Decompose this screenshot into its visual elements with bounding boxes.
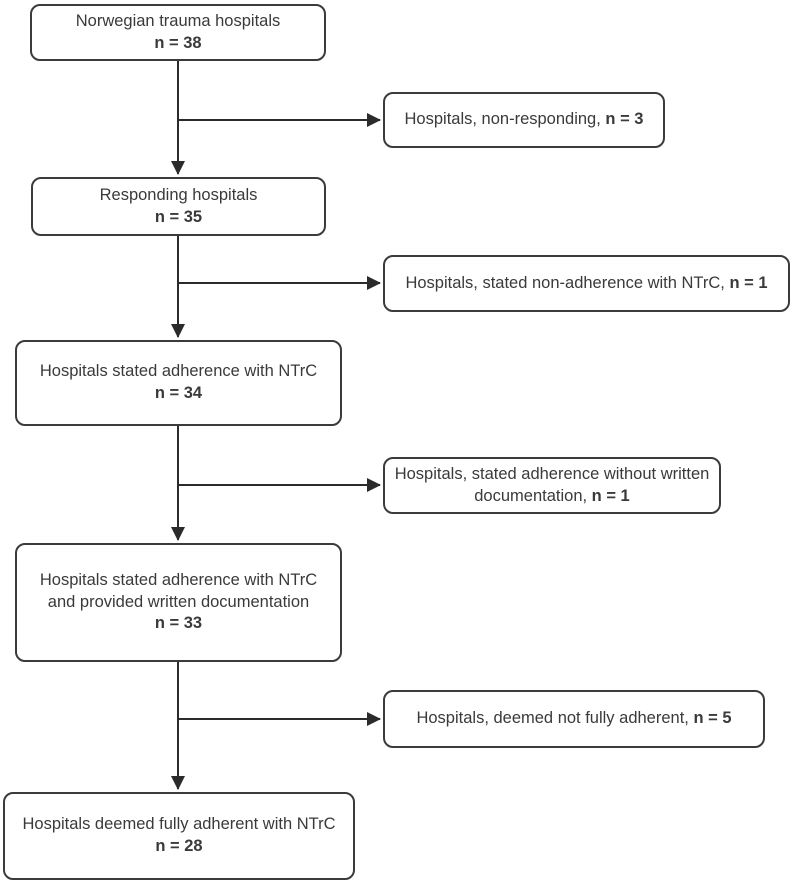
node-label: Hospitals stated adherence with NTrC and… [39, 570, 318, 611]
node-count: n = 28 [155, 837, 203, 855]
node-label: Hospitals, deemed not fully adherent, [416, 709, 689, 728]
node-label: Responding hospitals [99, 185, 258, 204]
node-label: Hospitals, stated non-adherence with NTr… [405, 273, 725, 292]
node-text: Hospitals, stated non-adherence with NTr… [405, 273, 767, 295]
node-count: n = 34 [154, 384, 203, 402]
node-label: Norwegian trauma hospitals [75, 11, 281, 30]
node-count: n = 35 [154, 207, 203, 226]
node-text: Hospitals, deemed not fully adherent, n … [416, 708, 731, 730]
node-fully-adherent: Hospitals deemed fully adherent with NTr… [3, 792, 355, 880]
node-stated-non-adherence: Hospitals, stated non-adherence with NTr… [383, 255, 790, 312]
node-count: n = 1 [591, 486, 630, 505]
node-label: Hospitals deemed fully adherent with NTr… [22, 815, 336, 834]
node-responding-hospitals: Responding hospitals n = 35 [31, 177, 326, 236]
node-count: n = 1 [729, 273, 768, 292]
node-count: n = 5 [693, 709, 732, 728]
node-adherence-with-documentation: Hospitals stated adherence with NTrC and… [15, 543, 342, 662]
node-not-fully-adherent: Hospitals, deemed not fully adherent, n … [383, 690, 765, 748]
node-stated-adherence: Hospitals stated adherence with NTrC n =… [15, 340, 342, 426]
node-text: Hospitals, non-responding, n = 3 [405, 109, 644, 131]
node-label: Hospitals, stated adherence without writ… [394, 464, 710, 505]
node-label: Hospitals, non-responding, [404, 110, 601, 129]
node-norwegian-trauma-hospitals: Norwegian trauma hospitals n = 38 [30, 4, 326, 61]
node-count: n = 38 [154, 33, 202, 52]
node-text: Hospitals, stated adherence without writ… [393, 464, 711, 508]
node-label: Hospitals stated adherence with NTrC [39, 362, 318, 381]
node-adherence-without-documentation: Hospitals, stated adherence without writ… [383, 457, 721, 514]
node-count: n = 33 [154, 614, 203, 633]
node-count: n = 3 [605, 110, 644, 129]
node-non-responding: Hospitals, non-responding, n = 3 [383, 92, 665, 148]
